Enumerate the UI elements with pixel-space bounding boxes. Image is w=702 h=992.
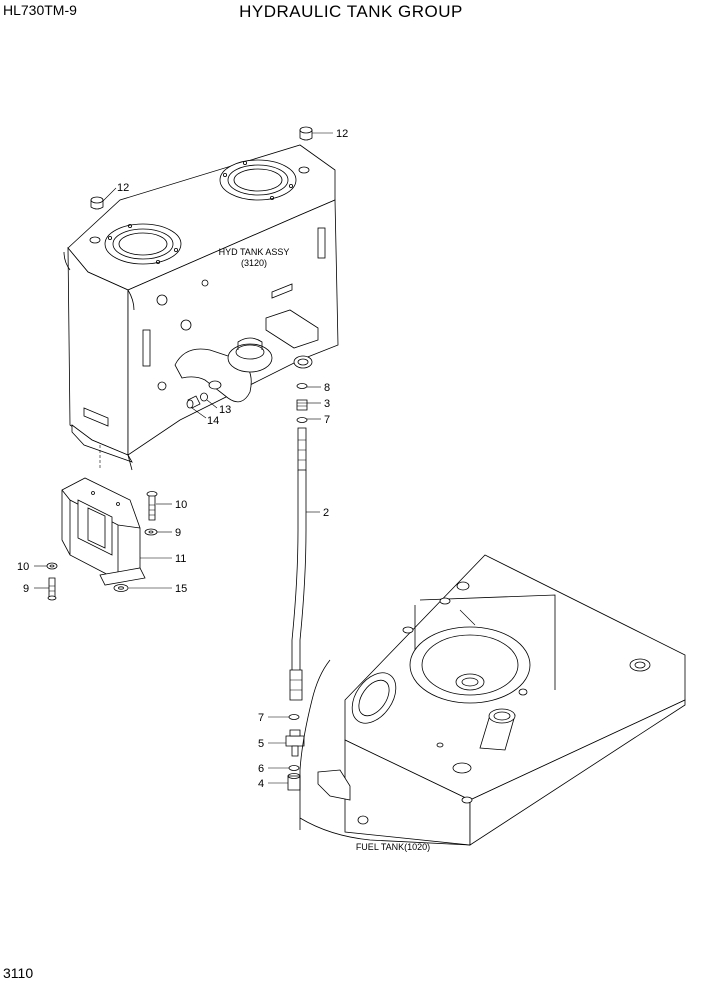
callout-8: 8 xyxy=(324,382,330,394)
bolt-upper-drawing xyxy=(146,491,158,521)
callout-9-lower: 9 xyxy=(23,583,29,595)
callout-4: 4 xyxy=(258,778,264,790)
washer-lower-drawing xyxy=(46,562,58,570)
breather-cap-left-drawing xyxy=(90,196,104,210)
hyd-tank-assy-label: HYD TANK ASSY xyxy=(219,247,290,257)
callout-12-left: 12 xyxy=(117,182,129,194)
bolt-lower-drawing xyxy=(47,577,57,601)
callout-7-lower: 7 xyxy=(258,712,264,724)
hydraulic-tank-drawing xyxy=(63,144,339,471)
lower-fittings-drawing xyxy=(285,729,305,791)
callout-10-lower: 10 xyxy=(17,561,29,573)
callout-3: 3 xyxy=(324,398,330,410)
callout-2: 2 xyxy=(323,507,329,519)
callout-7-upper: 7 xyxy=(324,414,330,426)
fuel-tank-drawing xyxy=(299,554,686,846)
hyd-tank-assy-ref: (3120) xyxy=(241,258,267,268)
callout-14: 14 xyxy=(207,415,219,427)
drain-plug-drawing xyxy=(186,392,208,409)
callout-13: 13 xyxy=(219,404,231,416)
callout-5: 5 xyxy=(258,738,264,750)
washer-upper-drawing xyxy=(144,528,158,536)
callout-15: 15 xyxy=(175,583,187,595)
mounting-bracket-drawing xyxy=(61,477,146,586)
breather-cap-right-drawing xyxy=(299,126,313,141)
callout-9-upper: 9 xyxy=(175,527,181,539)
callout-10-upper: 10 xyxy=(175,499,187,511)
leader-lines xyxy=(34,132,333,784)
page-number: 3110 xyxy=(3,965,34,981)
page-title: HYDRAULIC TANK GROUP xyxy=(239,2,463,21)
washer-15-drawing xyxy=(113,584,129,592)
model-code: HL730TM-9 xyxy=(3,2,77,18)
callout-11: 11 xyxy=(175,553,186,565)
hose-assembly-drawing xyxy=(288,383,308,720)
callout-6: 6 xyxy=(258,763,264,775)
fuel-tank-label: FUEL TANK(1020) xyxy=(356,842,430,852)
callout-12-right: 12 xyxy=(336,128,348,140)
